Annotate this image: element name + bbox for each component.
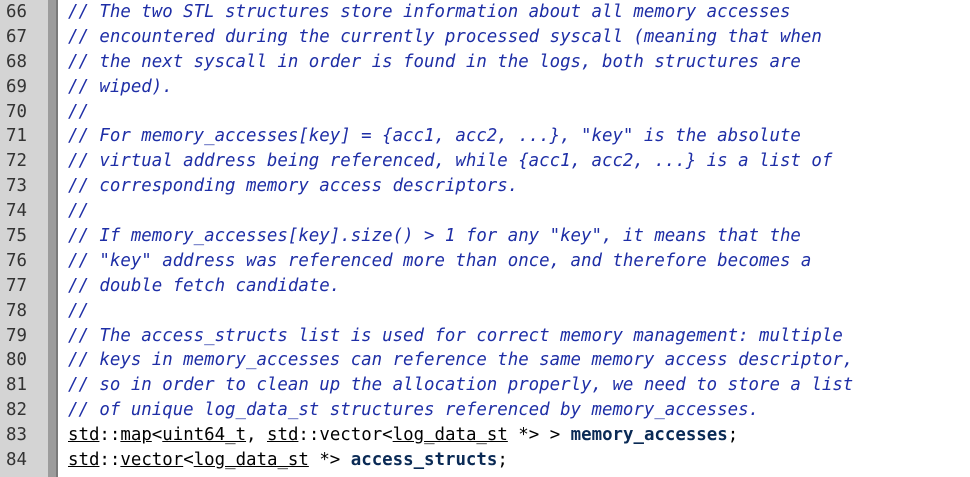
semicolon: ; [497, 450, 508, 471]
code-line[interactable]: 78 // [0, 299, 970, 324]
code-line[interactable]: 79 // The access_structs list is used fo… [0, 324, 970, 349]
line-number: 77 [6, 275, 27, 296]
code-line[interactable]: 70 // [0, 100, 970, 125]
comment-text: // [68, 300, 89, 321]
comment-text: // If memory_accesses[key].size() > 1 fo… [68, 226, 801, 247]
code-line[interactable]: 73 // corresponding memory access descri… [0, 174, 970, 199]
code-line[interactable]: 69 // wiped). [0, 75, 970, 100]
code-line[interactable]: 68 // the next syscall in order is found… [0, 50, 970, 75]
code-line[interactable]: 81 // so in order to clean up the alloca… [0, 373, 970, 398]
type-token[interactable]: vector [120, 450, 184, 471]
comment-text: // of unique log_data_st structures refe… [68, 400, 760, 421]
comment-text: // The two STL structures store informat… [68, 2, 791, 22]
namespace-token[interactable]: std [68, 425, 100, 446]
line-number: 68 [6, 51, 27, 72]
code-line[interactable]: 76 // "key" address was referenced more … [0, 249, 970, 274]
line-number: 76 [6, 250, 27, 271]
type-token[interactable]: uint64_t [162, 425, 247, 446]
comment-text: // keys in memory_accesses can reference… [68, 350, 854, 371]
code-line[interactable]: 75 // If memory_accesses[key].size() > 1… [0, 224, 970, 249]
code-line[interactable]: 74 // [0, 199, 970, 224]
line-number: 80 [6, 350, 27, 371]
separator: , [246, 425, 267, 446]
line-number: 74 [6, 201, 27, 222]
code-statement: std::map<uint64_t, std::vector<log_data_… [68, 423, 738, 448]
line-number: 73 [6, 176, 27, 197]
line-number: 78 [6, 300, 27, 321]
gutter-margin-bar [48, 0, 56, 477]
line-number: 71 [6, 126, 27, 147]
type-token[interactable]: map [120, 425, 152, 446]
code-statement: std::vector<log_data_st *> access_struct… [68, 448, 508, 473]
comment-text: // so in order to clean up the allocatio… [68, 375, 854, 396]
line-number: 70 [6, 101, 27, 122]
comment-text: // wiped). [68, 76, 173, 97]
scope-operator: :: [99, 425, 121, 446]
variable-identifier[interactable]: access_structs [350, 450, 498, 471]
namespace-token[interactable]: std [267, 425, 299, 446]
code-line[interactable]: 80 // keys in memory_accesses can refere… [0, 348, 970, 373]
code-line[interactable]: 67 // encountered during the currently p… [0, 25, 970, 50]
gutter-divider [56, 0, 58, 477]
line-number: 67 [6, 26, 27, 47]
comment-text: // [68, 201, 89, 222]
comment-text: // The access_structs list is used for c… [68, 325, 843, 346]
code-line-declaration[interactable]: 83 std::map<uint64_t, std::vector<log_da… [0, 423, 970, 448]
code-line-declaration[interactable]: 84 std::vector<log_data_st *> access_str… [0, 448, 970, 473]
angle-bracket: < [183, 450, 194, 471]
variable-identifier[interactable]: memory_accesses [570, 425, 728, 446]
line-number: 83 [6, 425, 27, 446]
comment-text: // For memory_accesses[key] = {acc1, acc… [68, 126, 801, 147]
comment-text: // [68, 101, 89, 122]
code-line[interactable]: 71 // For memory_accesses[key] = {acc1, … [0, 124, 970, 149]
angle-bracket: < [151, 425, 163, 446]
line-number: 82 [6, 400, 27, 421]
comment-text: // the next syscall in order is found in… [68, 51, 801, 72]
line-number: 79 [6, 325, 27, 346]
scope-operator: :: [99, 450, 121, 471]
code-line[interactable]: 82 // of unique log_data_st structures r… [0, 398, 970, 423]
comment-text: // double fetch candidate. [68, 275, 341, 296]
line-number: 81 [6, 375, 27, 396]
code-line[interactable]: 72 // virtual address being referenced, … [0, 149, 970, 174]
comment-text: // "key" address was referenced more tha… [68, 250, 812, 271]
comment-text: // encountered during the currently proc… [68, 26, 822, 47]
line-number: 69 [6, 76, 27, 97]
line-number: 66 [6, 2, 27, 22]
namespace-token[interactable]: std [68, 450, 100, 471]
code-line[interactable]: 77 // double fetch candidate. [0, 274, 970, 299]
pointer-closer: *> > [507, 425, 571, 446]
comment-text: // virtual address being referenced, whi… [68, 151, 833, 172]
line-number-gutter [0, 0, 48, 477]
line-number: 75 [6, 226, 27, 247]
type-token[interactable]: log_data_st [193, 450, 309, 471]
code-line[interactable]: 66 // The two STL structures store infor… [0, 0, 970, 25]
pointer-closer: *> [308, 450, 351, 471]
type-token[interactable]: log_data_st [392, 425, 508, 446]
line-number: 72 [6, 151, 27, 172]
comment-text: // corresponding memory access descripto… [68, 176, 519, 197]
line-number: 84 [6, 450, 27, 471]
semicolon: ; [727, 425, 739, 446]
type-fragment: ::vector< [298, 425, 393, 446]
